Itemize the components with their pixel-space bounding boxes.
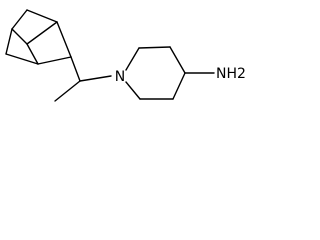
bond [26, 21, 58, 45]
bond [79, 75, 112, 82]
bicycloheptane-ring [5, 9, 72, 65]
piperidine-ring [125, 46, 215, 100]
bond [56, 21, 72, 58]
ethyl-linker [54, 56, 112, 102]
bond [125, 47, 140, 71]
amine-group-label: NH2 [216, 66, 246, 82]
bond [54, 80, 81, 102]
bond [5, 53, 39, 65]
molecule-structure: N NH2 [5, 9, 246, 102]
bond [26, 43, 39, 65]
bond [11, 28, 28, 45]
bond [172, 72, 186, 100]
bond [26, 9, 58, 23]
bond [37, 56, 72, 65]
bond [5, 28, 13, 55]
bond [70, 56, 81, 82]
nitrogen-atom-label: N [115, 69, 125, 85]
bond [11, 9, 28, 30]
bond [169, 46, 186, 74]
bond [125, 81, 141, 100]
bond [138, 46, 171, 49]
